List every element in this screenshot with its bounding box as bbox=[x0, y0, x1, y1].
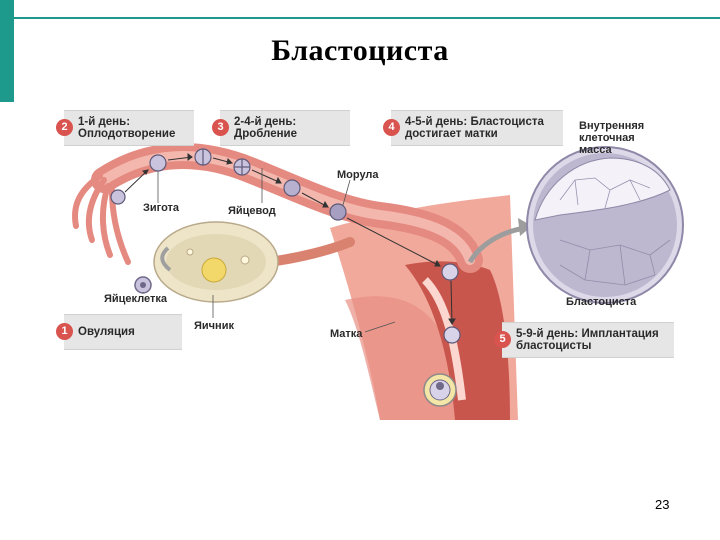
step-label: 2-4-й день:Дробление bbox=[234, 116, 297, 140]
label-line: масса bbox=[579, 144, 612, 156]
follicle bbox=[202, 258, 226, 282]
label-uterus: Матка bbox=[330, 328, 362, 340]
cell-blastocyst-implanting bbox=[444, 327, 460, 343]
step-line: 1-й день: bbox=[78, 116, 130, 128]
step-number-badge: 3 bbox=[212, 119, 229, 136]
cell-eight-stage bbox=[284, 180, 300, 196]
step-cleavage: 3 2-4-й день:Дробление bbox=[220, 110, 350, 146]
label-oviduct: Яйцевод bbox=[228, 205, 276, 217]
step-number-badge: 1 bbox=[56, 323, 73, 340]
page-number: 23 bbox=[655, 497, 669, 512]
label-ovary: Яичник bbox=[194, 320, 234, 332]
step-line: достигает матки bbox=[405, 128, 498, 140]
step-label: 1-й день:Оплодотворение bbox=[78, 116, 175, 140]
step-line: бластоцисты bbox=[516, 340, 591, 352]
step-line: Оплодотворение bbox=[78, 128, 175, 140]
step-label: Овуляция bbox=[78, 326, 135, 338]
step-number-badge: 2 bbox=[56, 119, 73, 136]
step-number-badge: 4 bbox=[383, 119, 400, 136]
label-blastocyst: Бластоциста bbox=[566, 296, 636, 308]
label-line: клеточная bbox=[579, 132, 635, 144]
label-line: Внутренняя bbox=[579, 120, 644, 132]
label-inner-cell-mass: Внутренняя клеточная масса bbox=[579, 120, 644, 156]
step-number-badge: 5 bbox=[494, 331, 511, 348]
fimbriae bbox=[75, 176, 128, 262]
label-egg-cell: Яйцеклетка bbox=[104, 293, 167, 305]
label-morula: Морула bbox=[337, 169, 379, 181]
step-line: 5-9-й день: Имплантация bbox=[516, 328, 659, 340]
step-line: 4-5-й день: Бластоциста bbox=[405, 116, 544, 128]
cell-blastocyst-arrives bbox=[442, 264, 458, 280]
cell-egg-in-tube bbox=[111, 190, 125, 204]
label-zygote: Зигота bbox=[143, 202, 179, 214]
cell-zygote bbox=[150, 155, 166, 171]
step-fertilization: 2 1-й день:Оплодотворение bbox=[64, 110, 194, 146]
step-line: Дробление bbox=[234, 128, 297, 140]
step-ovulation: 1 Овуляция bbox=[64, 314, 182, 350]
cell-morula bbox=[330, 204, 346, 220]
blastocyst-detail bbox=[527, 147, 683, 303]
step-line: 2-4-й день: bbox=[234, 116, 296, 128]
implanted-embryo bbox=[424, 374, 456, 406]
